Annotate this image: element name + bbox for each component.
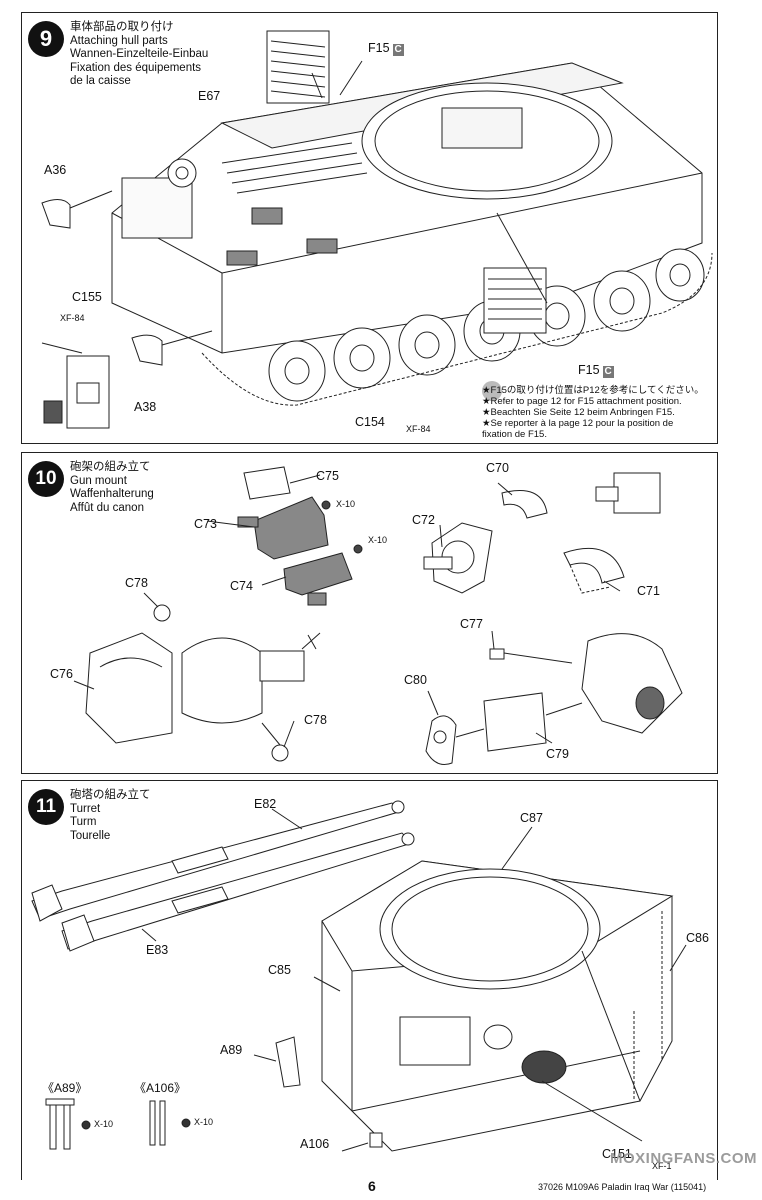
- step-title-de: Turm: [70, 816, 97, 828]
- inset-title-a106: 《A106》: [134, 1081, 187, 1095]
- label-e67: E67: [198, 89, 221, 103]
- f15-grille-bottom: [483, 267, 547, 334]
- c154-c155-parts: [226, 207, 338, 266]
- step-title-de: Waffenhalterung: [70, 488, 154, 500]
- a38-part: [131, 334, 163, 366]
- paint-c154: XF-84: [406, 424, 431, 434]
- step-title-block: 砲塔の組み立て Turret Turm Tourelle: [70, 789, 151, 843]
- step-number-badge: 10: [28, 461, 64, 497]
- paint-a89: X-10: [94, 1119, 114, 1129]
- step-title-en: Turret: [70, 802, 101, 815]
- page-number: 6: [368, 1178, 376, 1194]
- step-title-fr: Fixation des équipements: [70, 61, 202, 74]
- label-c74: C74: [230, 579, 253, 593]
- label-e83: E83: [146, 943, 169, 957]
- hull-assembly-drawing: [41, 30, 713, 429]
- label-a36: A36: [44, 163, 67, 177]
- step-title-ja: 車体部品の取り付け: [70, 21, 174, 33]
- paint-x10-a: X-10: [336, 499, 356, 509]
- step-title-ja: 砲塔の組み立て: [70, 789, 151, 801]
- c75-part: [243, 466, 291, 500]
- step-9-panel: 9 車体部品の取り付け Attaching hull parts Wannen-…: [21, 12, 718, 444]
- paint-c155: XF-84: [60, 313, 85, 323]
- a89-part: [275, 1036, 301, 1088]
- label-c76: C76: [50, 667, 73, 681]
- step-10-panel: 10 砲架の組み立て Gun mount Waffenhalterung Aff…: [21, 452, 718, 774]
- label-c79: C79: [546, 747, 569, 761]
- label-c77: C77: [460, 617, 483, 631]
- label-c80: C80: [404, 673, 427, 687]
- turret-drawing: [31, 800, 687, 1152]
- gun-mount-drawing: [73, 466, 683, 765]
- step-title-en: Attaching hull parts: [70, 34, 168, 47]
- detail-inset: [41, 342, 110, 429]
- label-c78-top: C78: [125, 576, 148, 590]
- label-c85: C85: [268, 963, 291, 977]
- inset-title-a89: 《A89》: [42, 1081, 88, 1095]
- note-line: ★F15の取り付け位置はP12を参考にしてください。: [482, 385, 704, 396]
- label-a89: A89: [220, 1043, 243, 1057]
- note-line: ★Se reporter à la page 12 pour la positi…: [482, 418, 674, 429]
- note-line: ★Beachten Sie Seite 12 beim Anbringen F1…: [482, 407, 675, 418]
- hull-body: [111, 62, 703, 354]
- label-e82: E82: [254, 797, 277, 811]
- c85-c86-c87-turret: [321, 860, 674, 1152]
- step-title-fr: Affût du canon: [70, 501, 144, 514]
- watermark: MOXINGFANS.COM: [610, 1150, 758, 1167]
- c77-c79-c80-parts: [425, 633, 683, 765]
- label-c71: C71: [637, 584, 660, 598]
- paint-x10-b: X-10: [368, 535, 388, 545]
- step-number-badge: 11: [28, 789, 64, 825]
- note-marker: [482, 381, 502, 401]
- step-title-fr-2: de la caisse: [70, 75, 131, 87]
- c70-c71-c72-parts: [423, 472, 661, 594]
- f15-grille-top: [266, 30, 330, 104]
- step-title-en: Gun mount: [70, 474, 127, 487]
- a36-part: [41, 199, 71, 229]
- label-c73: C73: [194, 517, 217, 531]
- label-c151: C151: [602, 1147, 632, 1161]
- note-line: fixation de F15.: [482, 429, 547, 440]
- step-title-fr: Tourelle: [70, 829, 111, 842]
- label-a106: A106: [300, 1137, 330, 1151]
- label-c72: C72: [412, 513, 435, 527]
- step-number-badge: 9: [28, 21, 64, 57]
- label-a38: A38: [134, 400, 157, 414]
- label-c86: C86: [686, 931, 709, 945]
- label-c155: C155: [72, 290, 102, 304]
- note-line: ★Refer to page 12 for F15 attachment pos…: [482, 396, 682, 407]
- a106-inset: [149, 1100, 191, 1146]
- step-title-de: Wannen-Einzelteile-Einbau: [70, 48, 209, 60]
- c73-c74-parts: [237, 496, 353, 606]
- step-title-block: 砲架の組み立て Gun mount Waffenhalterung Affût …: [70, 461, 154, 515]
- label-c87: C87: [520, 811, 543, 825]
- a106-part: [369, 1132, 383, 1148]
- label-c75: C75: [316, 469, 339, 483]
- label-c78-bottom: C78: [304, 713, 327, 727]
- label-c70: C70: [486, 461, 509, 475]
- kit-code: 37026 M109A6 Paladin Iraq War (115041): [538, 1182, 707, 1192]
- label-c154: C154: [355, 415, 385, 429]
- f15-reference-note: ★F15の取り付け位置はP12を参考にしてください。 ★Refer to pag…: [482, 385, 717, 440]
- step-title-block: 車体部品の取り付け Attaching hull parts Wannen-Ei…: [70, 21, 208, 89]
- paint-xf1: XF-1: [652, 1161, 672, 1171]
- e82-e83-rods: [31, 800, 415, 952]
- step-11-panel: 11 砲塔の組み立て Turret Turm Tourelle: [21, 780, 718, 1180]
- step-title-ja: 砲架の組み立て: [70, 461, 151, 473]
- a89-inset: [45, 1098, 91, 1150]
- paint-a106: X-10: [194, 1117, 214, 1127]
- c76-c78-parts: [85, 604, 321, 762]
